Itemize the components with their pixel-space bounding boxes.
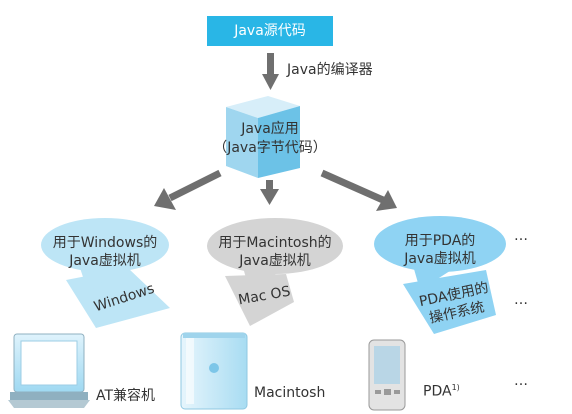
pda-vm-line2: Java虚拟机 (404, 251, 476, 267)
compiler-label: Java的编译器 (287, 62, 373, 78)
pda-vm-bubble-shape (374, 216, 506, 290)
java-bytecode-label: （Java字节代码） (213, 140, 327, 156)
macintosh-label: Macintosh (254, 385, 326, 401)
right-arrow (320, 169, 397, 211)
at-compatible-label: AT兼容机 (96, 388, 156, 404)
windows-vm-bubble-shape (41, 218, 169, 292)
left-arrow (154, 169, 222, 210)
macintosh-vm-line1: 用于Macintosh的 (218, 235, 332, 251)
pda-label: PDA1) (423, 383, 460, 400)
ellipsis-vm-row: … (514, 228, 528, 244)
pda-device-name: PDA (423, 383, 452, 400)
compile-arrow (262, 53, 279, 90)
pda-footnote-marker: 1) (451, 383, 460, 392)
macos-os-banner (225, 274, 294, 326)
macintosh-vm-bubble-shape (207, 218, 343, 292)
source-code-label: Java源代码 (234, 23, 306, 39)
windows-vm-line2: Java虚拟机 (69, 253, 141, 269)
macintosh-tower-icon (180, 332, 248, 410)
ellipsis-device-row: … (514, 373, 528, 389)
macintosh-vm-line2: Java虚拟机 (239, 253, 311, 269)
pda-device-icon (368, 339, 406, 411)
java-application-cube (226, 96, 300, 178)
java-application-label: Java应用 (241, 121, 299, 137)
windows-vm-line1: 用于Windows的 (52, 235, 158, 251)
pc-monitor-icon (8, 333, 90, 408)
center-arrow (260, 180, 279, 205)
pda-vm-line1: 用于PDA的 (404, 233, 476, 249)
source-code-box (207, 16, 333, 46)
ellipsis-os-row: … (514, 292, 528, 308)
